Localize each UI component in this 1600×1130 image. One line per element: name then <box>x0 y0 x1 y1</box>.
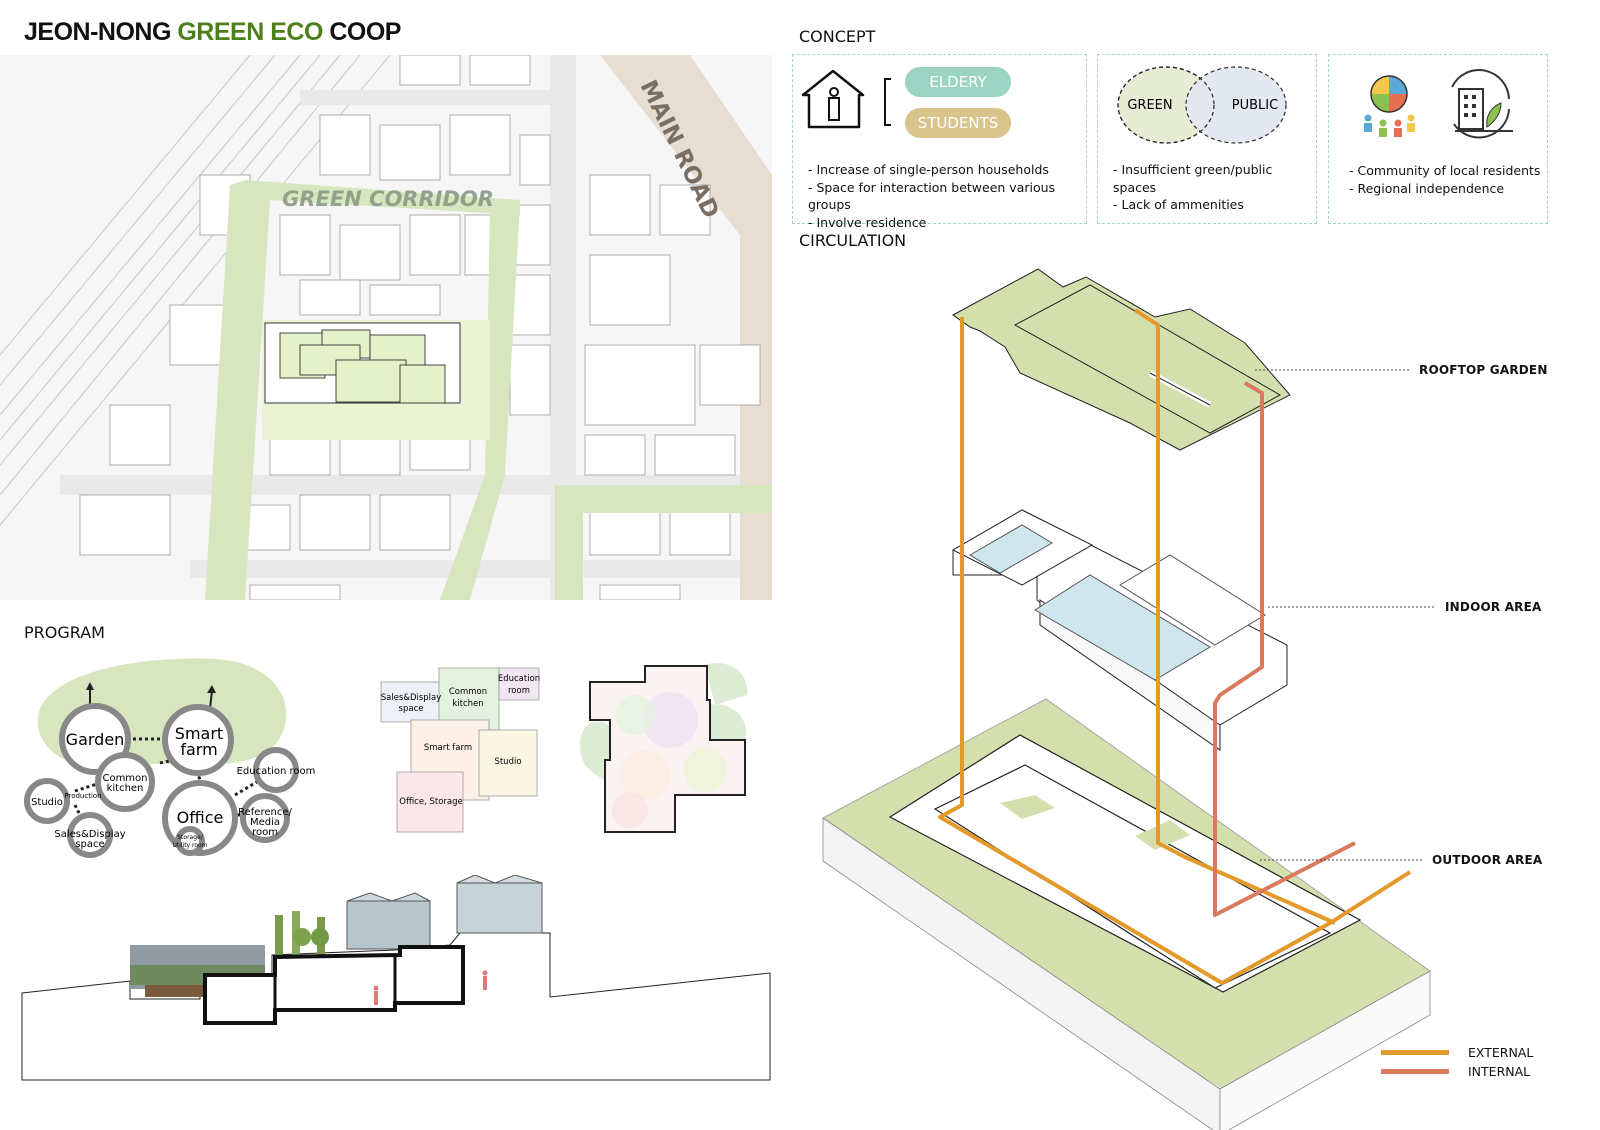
block-smart-farm: Smart farm <box>424 743 472 753</box>
main-road <box>600 55 772 600</box>
internal-path <box>1213 381 1356 917</box>
bubble-ref-1: Reference/ <box>238 807 292 818</box>
page-title: JEON-NONG GREEN ECO COOP <box>24 18 401 46</box>
legend-external-label: EXTERNAL <box>1468 1045 1534 1060</box>
block-edu-2: room <box>508 686 530 696</box>
site-map: GREEN CORRIDOR MAIN ROAD <box>0 55 772 600</box>
indoor-area-label: INDOOR AREA <box>1445 600 1542 614</box>
program-bubble-diagram: Garden Smart farm Common kitchen Office … <box>24 658 316 858</box>
bubble-office: Office <box>177 808 224 827</box>
greenhouse-1 <box>346 900 431 950</box>
bubble-common-1: Common <box>102 773 147 784</box>
block-edu-1: Education <box>498 674 540 684</box>
block-sales-2: space <box>399 704 424 714</box>
bubble-studio: Studio <box>31 797 63 808</box>
legend-internal-label: INTERNAL <box>1468 1064 1531 1079</box>
building-section <box>21 875 771 1081</box>
bubble-storage-2: Utility room <box>172 842 207 849</box>
block-common-2: kitchen <box>452 699 483 709</box>
concept-box-green-public: GREEN PUBLIC - Insufficient green/public… <box>1097 54 1317 224</box>
bubble-smart-2: farm <box>180 740 217 759</box>
program-plan-shape <box>580 663 748 833</box>
concept-bullets-3: - Community of local residents - Regiona… <box>1349 163 1541 196</box>
external-path <box>938 308 1412 985</box>
people-icon <box>1364 114 1415 137</box>
concept-bullets-2: - Insufficient green/public spaces - Lac… <box>1113 162 1273 212</box>
indoor-level <box>951 509 1288 751</box>
bubble-sales-1: Sales&Display <box>54 829 125 840</box>
circulation-diagram <box>822 268 1435 1130</box>
bubble-ref-2: Media <box>250 817 280 828</box>
greenhouse-2 <box>456 882 543 934</box>
outdoor-area-label: OUTDOOR AREA <box>1432 853 1543 867</box>
program-heading: PROGRAM <box>24 623 105 642</box>
community-icons <box>1364 69 1513 139</box>
bubble-common-2: kitchen <box>107 783 144 794</box>
concept-heading: CONCEPT <box>799 27 876 46</box>
building-blocks <box>79 55 761 600</box>
green-label: GREEN <box>1127 98 1172 113</box>
legend-external-swatch <box>1381 1050 1449 1055</box>
block-common-1: Common <box>449 687 487 697</box>
program-blocks: Sales&Display space Common kitchen Educa… <box>380 667 540 833</box>
eldery-pill: ELDERY <box>905 67 1011 97</box>
concept-box-residents: ELDERY STUDENTS - Increase of single-per… <box>792 54 1087 230</box>
bubble-smart-1: Smart <box>175 724 223 743</box>
person-figures <box>373 970 488 1005</box>
block-office: Office, Storage <box>399 797 462 807</box>
rooftop-level <box>952 268 1291 451</box>
bubble-sales-2: space <box>75 839 104 850</box>
concept-box-community: - Community of local residents - Regiona… <box>1328 54 1548 224</box>
circulation-heading: CIRCULATION <box>799 231 907 250</box>
site-building <box>279 329 446 404</box>
concept-bullets-1: - Increase of single-person households -… <box>808 162 1056 230</box>
block-studio: Studio <box>494 757 521 767</box>
house-person-icon <box>801 69 891 129</box>
students-pill: STUDENTS <box>905 108 1011 138</box>
bubble-education: Education room <box>237 766 316 777</box>
rooftop-garden-label: ROOFTOP GARDEN <box>1419 363 1548 377</box>
bubble-production: Production <box>64 792 101 800</box>
green-corridor-label: GREEN CORRIDOR <box>282 187 494 211</box>
puzzle-icon <box>1370 75 1408 113</box>
legend-internal-swatch <box>1381 1069 1449 1074</box>
bubble-storage-1: Storage/ <box>177 834 203 841</box>
bubble-ref-3: room <box>252 827 278 838</box>
outdoor-level <box>822 698 1431 1130</box>
building-cycle-icon <box>1451 69 1513 139</box>
bubble-garden: Garden <box>66 730 125 749</box>
tree-towers <box>275 911 329 963</box>
venn-diagram: GREEN PUBLIC <box>1117 66 1287 144</box>
block-sales-1: Sales&Display <box>381 693 442 703</box>
public-label: PUBLIC <box>1232 98 1278 113</box>
